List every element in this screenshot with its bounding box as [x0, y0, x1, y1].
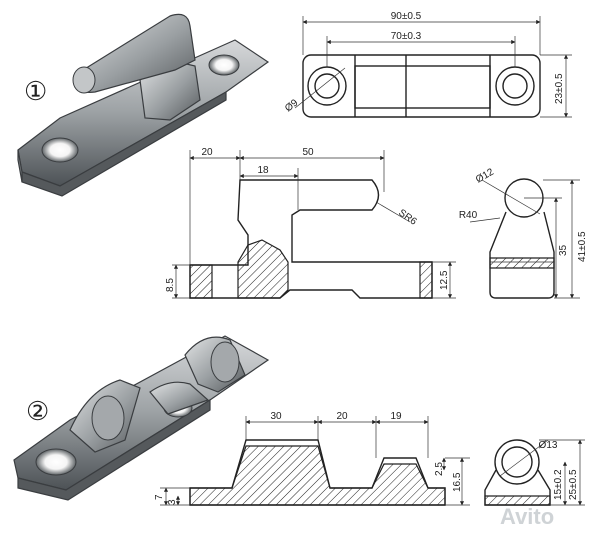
part1-label: ① — [24, 76, 47, 106]
avito-watermark: Avito — [500, 504, 554, 529]
dim-23: 23±0.5 — [554, 73, 565, 104]
part1-end-view — [469, 178, 580, 299]
dim-41: 41±0.5 — [577, 231, 588, 262]
dim-25: 25±0.5 — [568, 469, 579, 500]
part1-render — [17, 13, 270, 197]
dim-20-side: 20 — [201, 147, 213, 158]
part2-label: ② — [26, 396, 49, 426]
hole-left — [41, 137, 79, 163]
part1-top-view — [294, 16, 572, 118]
part2-end-view — [484, 439, 585, 506]
dim-35: 35 — [558, 244, 569, 256]
dim-7: 7 — [154, 494, 165, 500]
dim-sr6: SR6 — [396, 207, 419, 227]
dim-13: Ø13 — [539, 440, 558, 451]
dim-20-b: 20 — [336, 411, 348, 422]
hole-left-2 — [35, 448, 77, 476]
dim-70: 70±0.3 — [391, 31, 422, 42]
dim-12-5: 12.5 — [439, 270, 450, 290]
dim-15: 15±0.2 — [553, 469, 564, 500]
hole-right — [208, 54, 240, 76]
dim-12-end: Ø12 — [474, 166, 496, 185]
dim-19: 19 — [390, 411, 402, 422]
dim-90: 90±0.5 — [391, 11, 422, 22]
part2-render — [13, 335, 270, 501]
dim-30: 30 — [270, 411, 282, 422]
dim-hole-9: Ø9 — [283, 97, 301, 114]
dim-2-5: 2.5 — [434, 462, 445, 476]
part2-side-view — [160, 416, 470, 506]
dim-50: 50 — [302, 147, 314, 158]
dim-r40: R40 — [459, 210, 478, 221]
dim-3: 3 — [167, 499, 178, 505]
dim-18: 18 — [257, 165, 269, 176]
dim-16-5: 16.5 — [452, 472, 463, 492]
part1-side-view — [172, 150, 456, 299]
dim-8-5: 8.5 — [165, 278, 176, 292]
